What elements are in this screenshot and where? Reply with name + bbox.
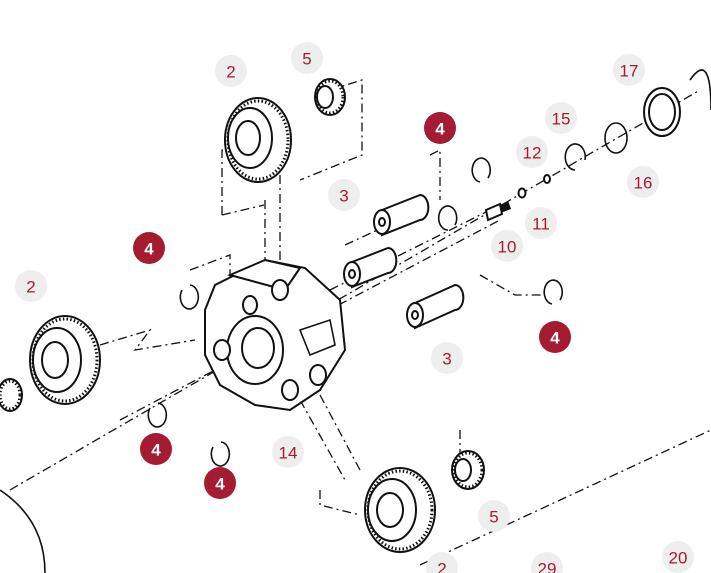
lower-planet-gear — [364, 467, 436, 553]
callout-circle — [140, 433, 172, 465]
callout-circle — [662, 541, 694, 573]
callout-14: 14 — [272, 436, 304, 468]
callout-label: 5 — [489, 508, 498, 527]
callout-label: 4 — [550, 329, 560, 348]
upper-needle-bearing — [314, 78, 346, 116]
planet-pins — [343, 193, 465, 330]
callout-circle — [215, 55, 247, 87]
lower-needle-bearing — [451, 450, 485, 490]
callout-circle — [516, 136, 548, 168]
callout-label: 5 — [302, 50, 311, 69]
callout-label: 15 — [552, 110, 571, 129]
callout-circle — [291, 42, 323, 74]
callout-circle — [531, 552, 563, 573]
callout-label: 4 — [215, 475, 225, 494]
callout-label: 29 — [538, 560, 557, 573]
callout-17: 17 — [613, 54, 645, 86]
callout-label: 2 — [26, 278, 35, 297]
callout-circle — [491, 230, 523, 262]
callout-label: 10 — [498, 238, 517, 257]
callout-4: 4 — [539, 321, 571, 353]
callout-label: 2 — [226, 63, 235, 82]
callout-3: 3 — [431, 342, 463, 374]
callout-circle — [525, 207, 557, 239]
callout-3: 3 — [328, 179, 360, 211]
callout-circle — [426, 552, 458, 573]
callout-4: 4 — [424, 112, 456, 144]
callout-circle — [133, 232, 165, 264]
callout-circle — [627, 166, 659, 198]
callout-label: 14 — [279, 444, 298, 463]
small-hardware — [484, 69, 711, 222]
callout-label: 17 — [620, 62, 639, 81]
callout-circle — [15, 270, 47, 302]
callout-label: 16 — [634, 174, 653, 193]
callout-2: 2 — [426, 552, 458, 573]
callout-circle — [204, 467, 236, 499]
callout-4: 4 — [140, 433, 172, 465]
callout-4: 4 — [204, 467, 236, 499]
callout-12: 12 — [516, 136, 548, 168]
callout-29: 29 — [531, 552, 563, 573]
callout-label: 3 — [339, 187, 348, 206]
callout-20: 20 — [662, 541, 694, 573]
callout-circle — [545, 102, 577, 134]
callout-circle — [478, 500, 510, 532]
callout-circle — [613, 54, 645, 86]
upper-planet-gear — [224, 97, 292, 183]
callout-circle — [272, 436, 304, 468]
callout-label: 4 — [144, 240, 154, 259]
center-lines — [9, 79, 711, 566]
callout-5: 5 — [478, 500, 510, 532]
callout-circle — [431, 342, 463, 374]
housing-outline — [0, 489, 46, 573]
planet-carrier — [204, 258, 347, 412]
callout-16: 16 — [627, 166, 659, 198]
callout-10: 10 — [491, 230, 523, 262]
callout-2: 2 — [15, 270, 47, 302]
callout-11: 11 — [525, 207, 557, 239]
left-planet-gear — [0, 315, 101, 412]
callout-circle — [539, 321, 571, 353]
callout-badges: 2 5 17 4 15 12 16 3 11 10 4 2 4 3 4 14 4 5 2 29 20 — [15, 42, 694, 573]
callout-label: 2 — [437, 560, 446, 573]
callout-label: 4 — [151, 441, 161, 460]
callout-5: 5 — [291, 42, 323, 74]
callout-4: 4 — [133, 232, 165, 264]
callout-15: 15 — [545, 102, 577, 134]
callout-label: 11 — [532, 215, 550, 234]
callout-label: 12 — [523, 144, 542, 163]
snap-rings — [147, 157, 564, 467]
callout-circle — [328, 179, 360, 211]
callout-label: 20 — [669, 549, 688, 568]
callout-label: 4 — [435, 120, 445, 139]
callout-circle — [424, 112, 456, 144]
callout-label: 3 — [442, 350, 451, 369]
callout-2: 2 — [215, 55, 247, 87]
